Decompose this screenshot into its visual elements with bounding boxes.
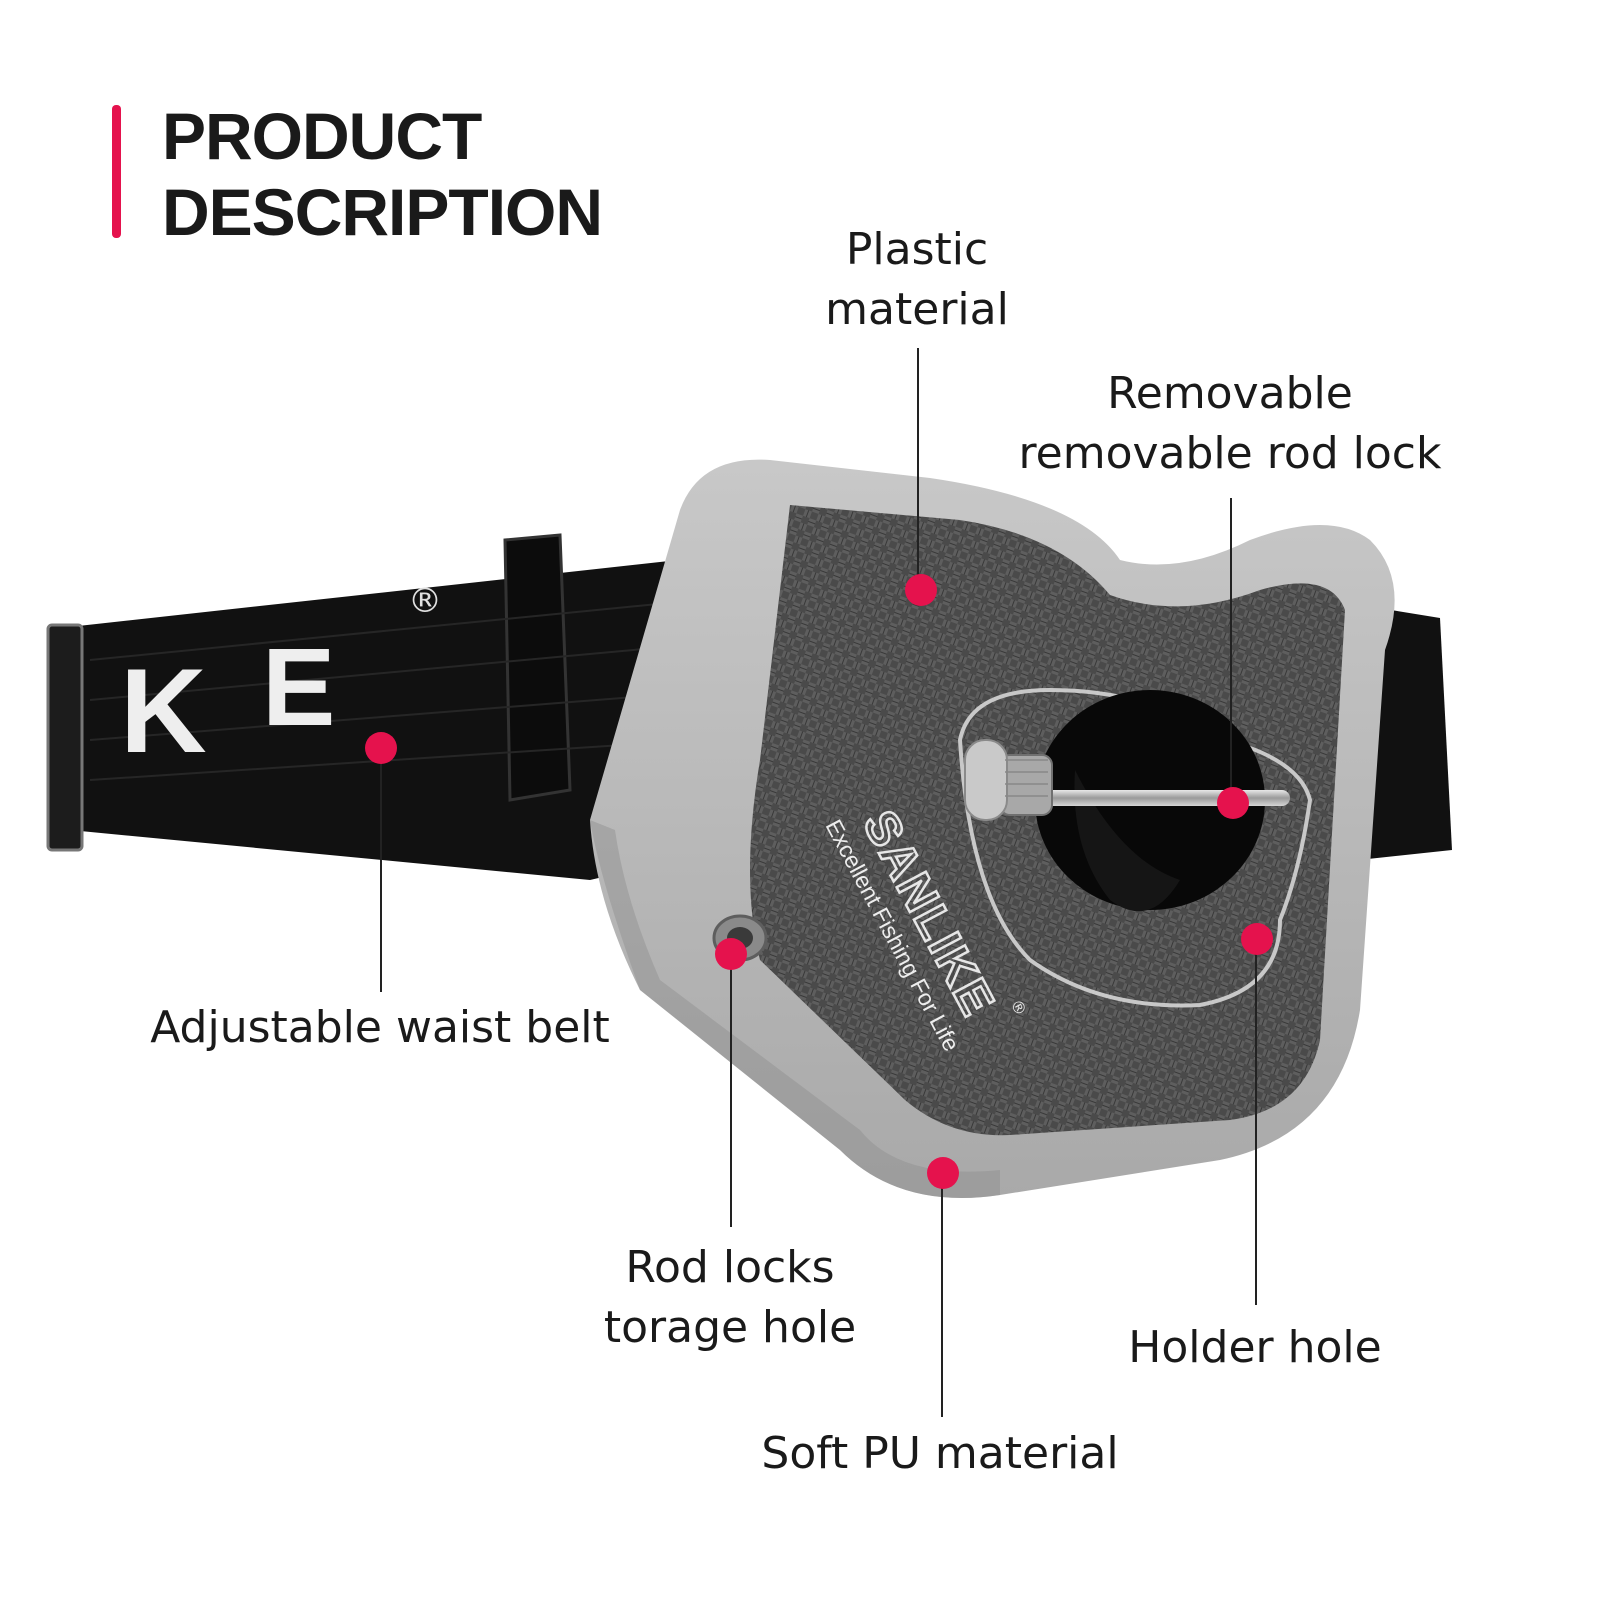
callout-dot-rod-lock xyxy=(1217,787,1249,819)
title-line-2: DESCRIPTION xyxy=(162,175,603,249)
label-rod-lock-line-1: Removable xyxy=(1107,368,1353,419)
label-plastic-material: Plastic material xyxy=(817,220,1017,340)
label-pu-line-1: Soft PU material xyxy=(761,1428,1119,1479)
leader-line-holder-hole xyxy=(1255,950,1257,1305)
label-holder-hole: Holder hole xyxy=(1120,1318,1390,1378)
title-line-1: PRODUCT xyxy=(162,99,482,173)
callout-dot-pu xyxy=(927,1157,959,1189)
page-title: PRODUCT DESCRIPTION xyxy=(162,98,603,250)
label-rod-locks-storage-hole: Rod locks torage hole xyxy=(590,1238,870,1358)
label-belt-line-1: Adjustable waist belt xyxy=(150,1002,610,1053)
leader-line-rod-lock xyxy=(1230,498,1232,803)
brand-registered-mark: ® xyxy=(1006,996,1030,1019)
belt-letter-k: K xyxy=(120,644,207,778)
label-holder-line-1: Holder hole xyxy=(1128,1322,1382,1373)
callout-dot-holder-hole xyxy=(1241,923,1273,955)
belt-registered-mark: ® xyxy=(408,581,442,621)
callout-dot-plastic xyxy=(905,574,937,606)
leader-line-pu xyxy=(941,1185,943,1417)
label-removable-rod-lock: Removable removable rod lock xyxy=(1010,364,1450,484)
callout-dot-belt xyxy=(365,732,397,764)
leader-line-plastic xyxy=(917,348,919,590)
label-plastic-line-1: Plastic xyxy=(845,224,989,275)
heading-accent-bar xyxy=(112,105,121,238)
leader-line-storage-hole xyxy=(730,965,732,1227)
label-storage-line-1: Rod locks xyxy=(625,1242,835,1293)
leader-line-belt xyxy=(380,760,382,992)
label-storage-line-2: torage hole xyxy=(603,1302,857,1353)
label-rod-lock-line-2: removable rod lock xyxy=(1018,428,1442,479)
belt-letter-e: E xyxy=(262,626,335,749)
callout-dot-storage-hole xyxy=(715,938,747,970)
label-adjustable-waist-belt: Adjustable waist belt xyxy=(140,998,620,1058)
label-plastic-line-2: material xyxy=(825,284,1009,335)
label-soft-pu-material: Soft PU material xyxy=(750,1424,1130,1484)
